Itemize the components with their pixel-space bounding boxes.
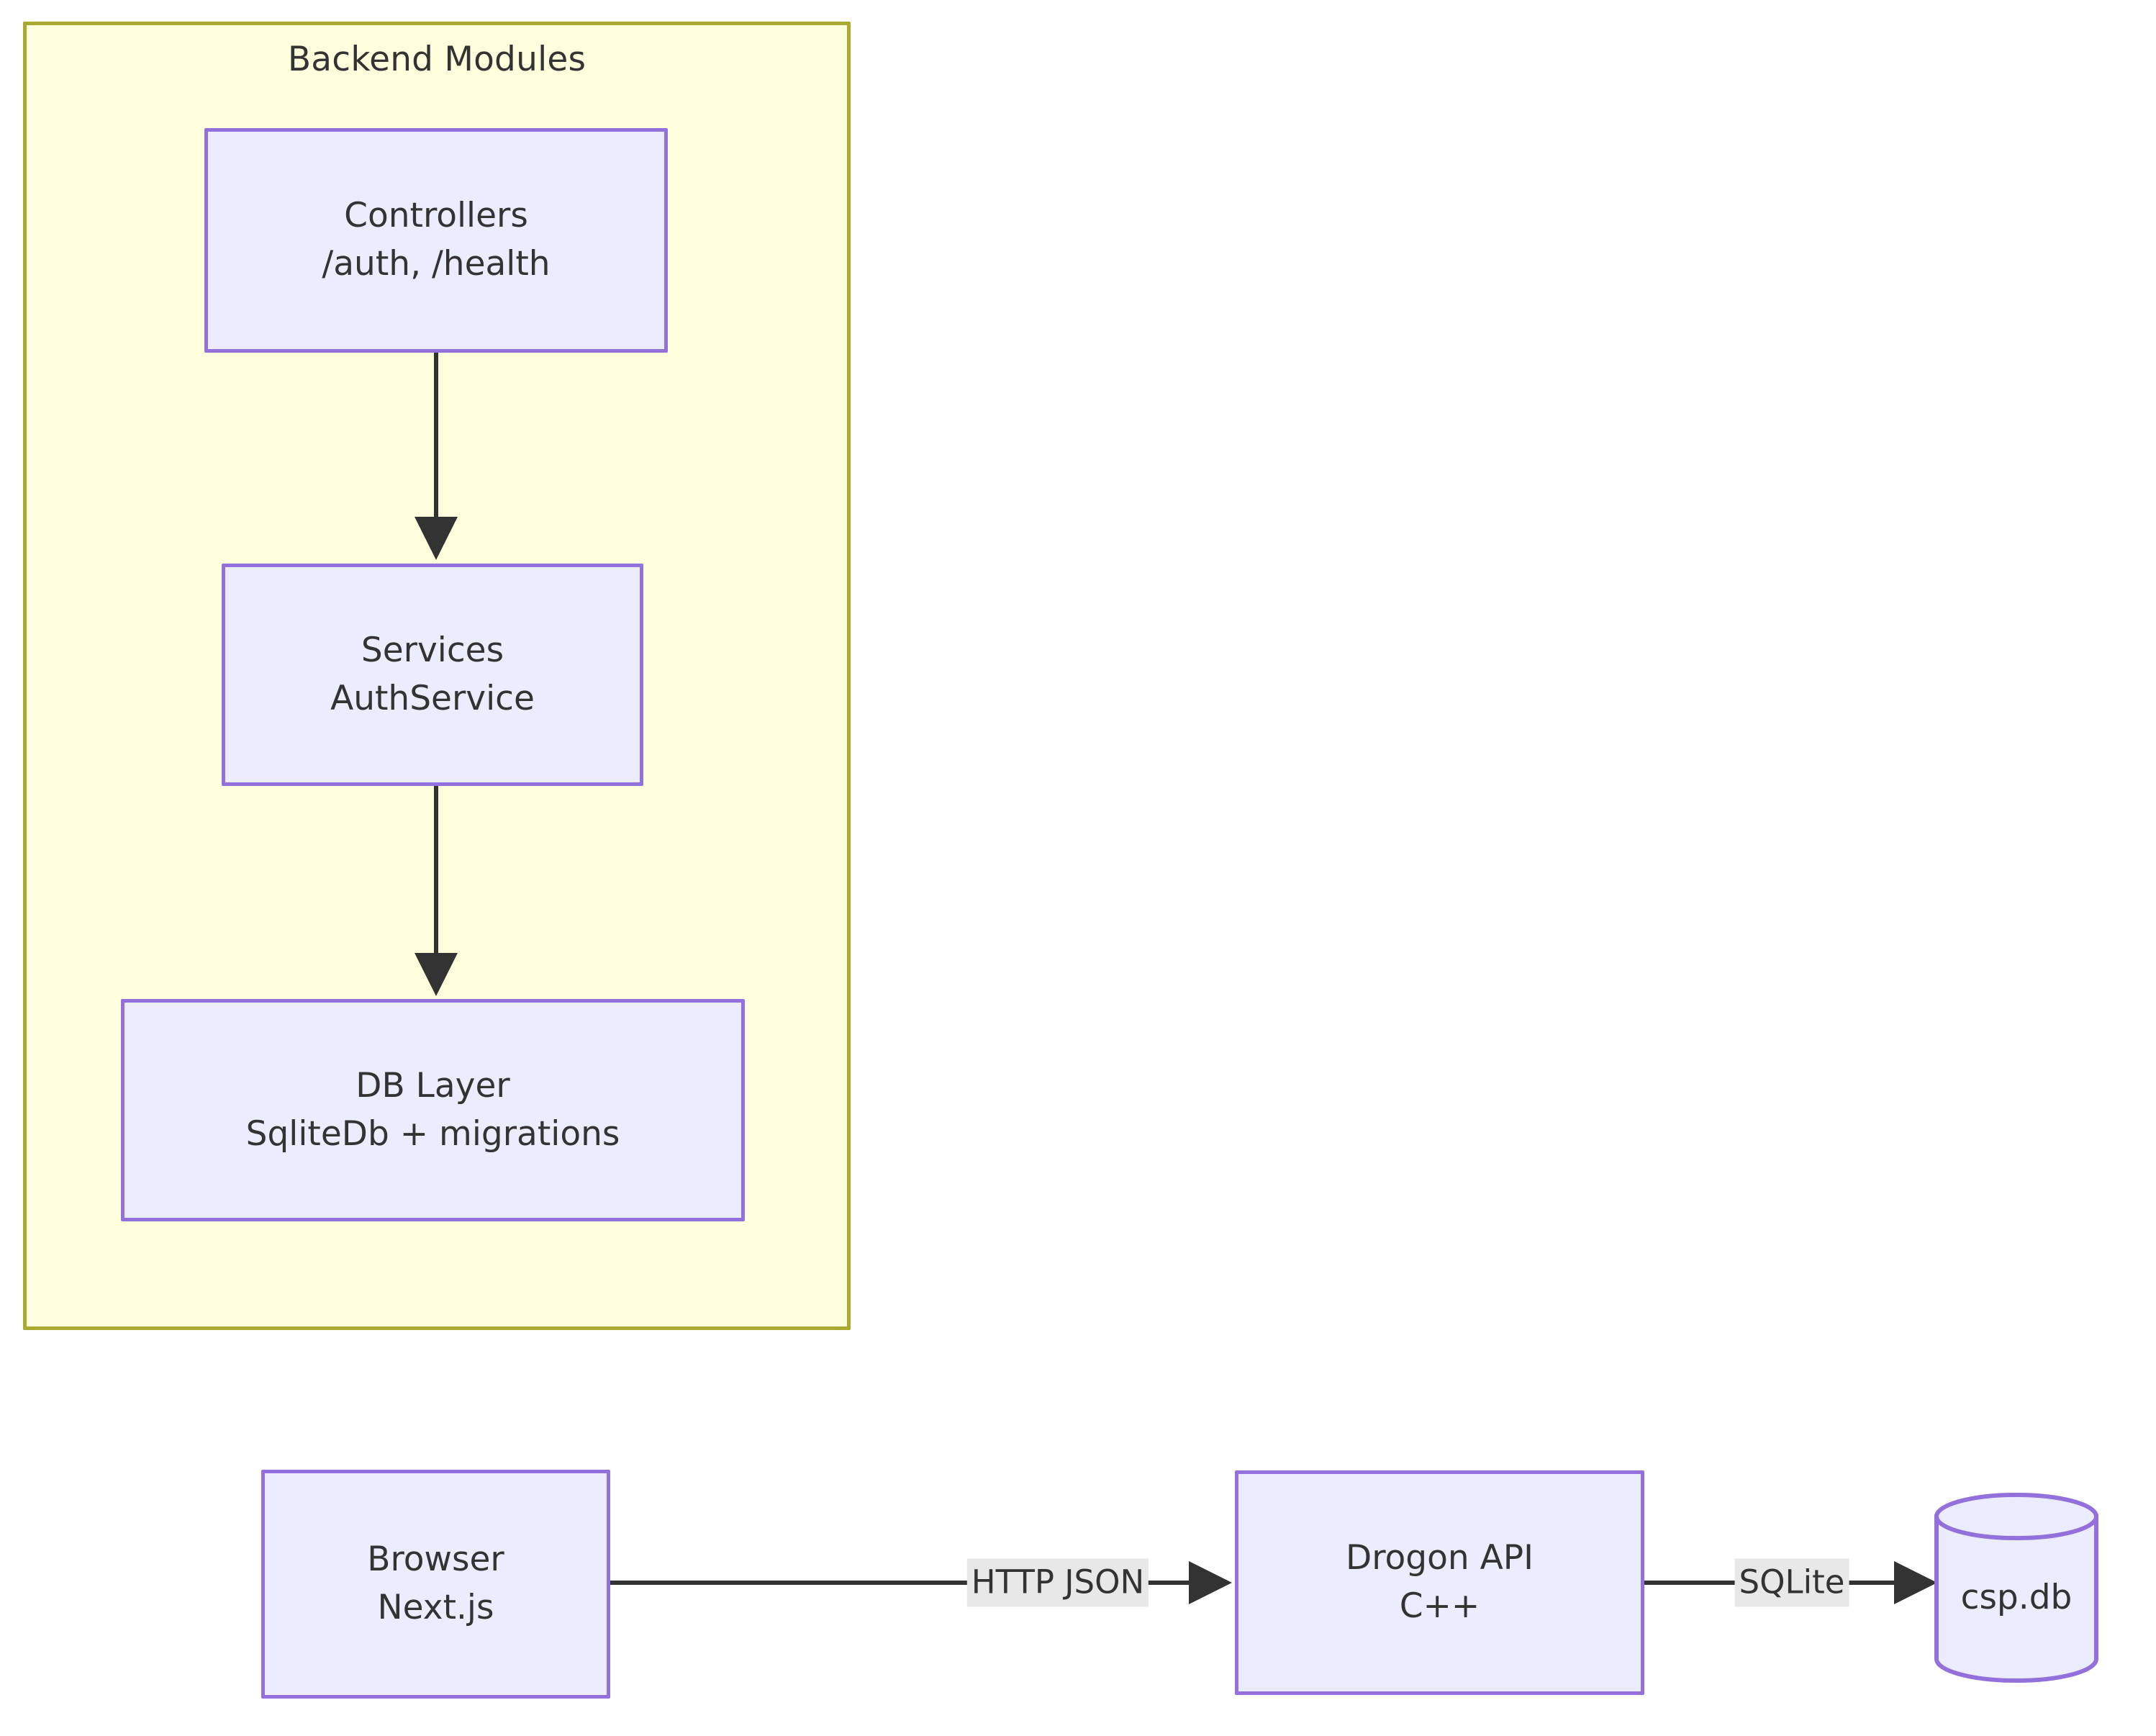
node-browser-line1: Browser xyxy=(367,1540,504,1580)
node-csp-db-label: csp.db xyxy=(1960,1577,2073,1617)
node-controllers[interactable]: Controllers /auth, /health xyxy=(204,128,668,353)
node-drogon-api-line2: C++ xyxy=(1399,1586,1480,1626)
subgraph-title: Backend Modules xyxy=(287,40,586,79)
database-cylinder-icon xyxy=(1934,1493,2098,1683)
node-services-line2: AuthService xyxy=(330,678,535,718)
node-db-layer-line1: DB Layer xyxy=(355,1065,510,1106)
node-db-layer[interactable]: DB Layer SqliteDb + migrations xyxy=(121,999,745,1221)
node-drogon-api-line1: Drogon API xyxy=(1346,1538,1534,1578)
node-db-layer-line2: SqliteDb + migrations xyxy=(245,1113,620,1154)
node-drogon-api[interactable]: Drogon API C++ xyxy=(1235,1470,1644,1695)
node-services[interactable]: Services AuthService xyxy=(222,564,643,786)
node-controllers-line2: /auth, /health xyxy=(322,244,551,284)
node-browser[interactable]: Browser Next.js xyxy=(261,1470,610,1699)
node-browser-line2: Next.js xyxy=(377,1588,494,1627)
node-services-line1: Services xyxy=(361,630,504,670)
node-controllers-line1: Controllers xyxy=(344,196,528,236)
edge-label-sqlite: SQLite xyxy=(1734,1558,1849,1607)
edge-label-http-json: HTTP JSON xyxy=(966,1558,1149,1607)
node-csp-db[interactable]: csp.db xyxy=(1933,1491,2100,1684)
